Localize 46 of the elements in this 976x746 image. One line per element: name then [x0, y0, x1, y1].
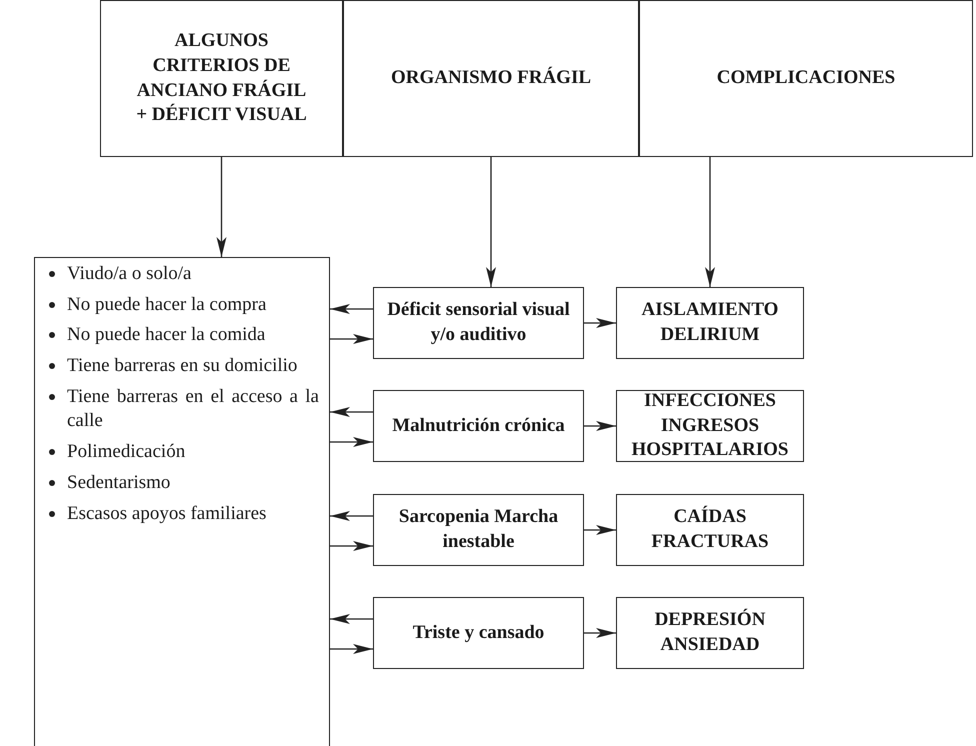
condition-box	[373, 390, 584, 462]
list-item: Sedentarismo	[47, 470, 319, 496]
complication-box	[616, 597, 804, 669]
list-item: Tiene barreras en el acceso a la calle	[47, 384, 319, 434]
complication-box	[616, 390, 804, 462]
arrow	[330, 304, 373, 314]
header-box	[639, 0, 973, 157]
node-text: AISLAMIENTO DELIRIUM	[640, 298, 780, 347]
arrow	[216, 157, 226, 257]
arrow	[486, 157, 496, 287]
list-item: Tiene barreras en su domicilio	[47, 354, 319, 379]
arrow	[330, 644, 373, 654]
list-item: Escasos apoyos familiares	[47, 502, 319, 526]
arrow	[705, 157, 715, 287]
header-box	[100, 0, 343, 157]
arrow	[330, 541, 373, 551]
condition-box	[373, 494, 584, 566]
node-text: ALGUNOS CRITERIOS DE ANCIANO FRÁGIL + DÉFICIT VISUAL	[135, 29, 308, 128]
node-text: Sarcopenia Marcha inestable	[398, 505, 560, 554]
arrow	[330, 334, 373, 344]
list-item: Viudo/a o solo/a	[47, 262, 319, 287]
node-text: DEPRESIÓN ANSIEDAD	[654, 608, 766, 657]
node-text: COMPLICACIONES	[716, 66, 896, 90]
list-item: No puede hacer la compra	[47, 292, 319, 318]
node-text: Déficit sensorial visual y/o auditivo	[386, 298, 571, 347]
complication-box	[616, 494, 804, 566]
arrow	[330, 614, 373, 624]
arrow	[330, 511, 373, 521]
list-item: Polimedicación	[47, 440, 319, 465]
arrow	[584, 318, 616, 328]
node-text: CAÍDAS FRACTURAS	[650, 505, 770, 554]
criteria-list-box	[34, 257, 330, 746]
arrow	[330, 437, 373, 447]
arrow	[584, 525, 616, 535]
node-text: Malnutrición crónica	[392, 414, 565, 438]
condition-box	[373, 597, 584, 669]
list-item: No puede hacer la comida	[47, 323, 319, 348]
arrow	[584, 421, 616, 431]
node-text: ORGANISMO FRÁGIL	[390, 66, 592, 90]
arrow	[330, 407, 373, 417]
condition-box	[373, 287, 584, 359]
node-text: Triste y cansado	[412, 620, 544, 645]
arrow	[584, 628, 616, 638]
node-text: INFECCIONES INGRESOS HOSPITALARIOS	[630, 388, 790, 462]
header-box	[343, 0, 639, 157]
complication-box	[616, 287, 804, 359]
